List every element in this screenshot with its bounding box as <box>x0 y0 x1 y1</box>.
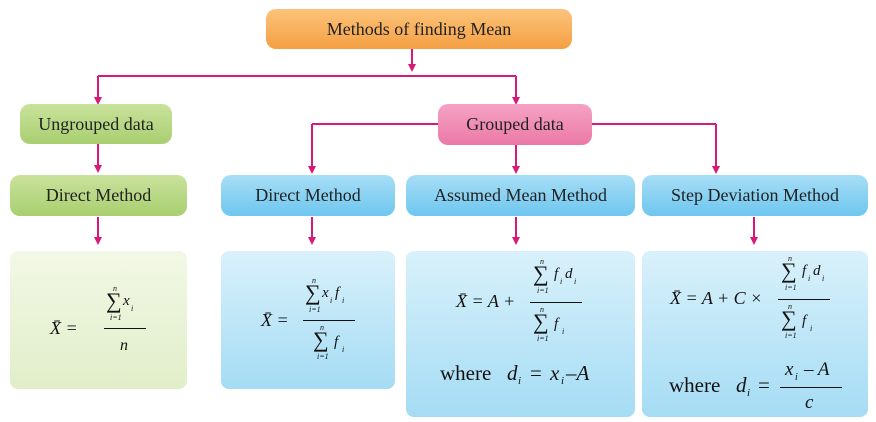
sigma-symbol: ∑ <box>106 288 122 313</box>
where-numerator-x-subscript: i <box>795 372 798 383</box>
where-numerator-minus-a: – A <box>804 359 830 380</box>
sum-upper-limit: n <box>113 284 117 293</box>
fraction-bar <box>778 299 830 300</box>
ungrouped-direct-formula-box: X̄ = n ∑ i=1 x i n <box>10 251 187 389</box>
denominator-var: f <box>554 316 559 332</box>
denominator-sigma-symbol: ∑ <box>533 309 549 334</box>
numerator-subscript-d: i <box>822 274 825 283</box>
where-numerator-x: x <box>785 359 794 380</box>
sum-lower-limit: i=1 <box>110 313 122 322</box>
ungrouped-data-node: Ungrouped data <box>20 104 172 144</box>
denominator-var: f <box>334 334 339 350</box>
assumed-mean-formula-box: X̄ = A + n ∑ i=1 f i d i n ∑ i=1 f i whe… <box>406 251 635 417</box>
sigma-symbol: ∑ <box>305 280 321 305</box>
where-rhs-minus-a: –A <box>566 361 590 385</box>
where-var: d <box>507 361 518 385</box>
denominator-sum-upper-limit: n <box>788 302 792 311</box>
numerator-subscript-f: i <box>560 277 563 286</box>
where-equals: = <box>530 361 542 385</box>
denominator-sum-lower-limit: i=1 <box>785 331 797 340</box>
grouped-direct-method-label: Direct Method <box>255 185 361 205</box>
formula-lhs: X̄ = A + C × <box>670 288 763 308</box>
sigma-symbol: ∑ <box>533 261 549 286</box>
denominator-sum-upper-limit: n <box>540 305 544 314</box>
where-var-subscript: i <box>518 375 522 387</box>
sum-lower-limit: i=1 <box>309 305 321 314</box>
numerator-subscript-x: i <box>330 296 333 305</box>
denominator-sum-upper-limit: n <box>320 323 324 332</box>
denominator-sigma-symbol: ∑ <box>313 327 329 352</box>
sum-upper-limit: n <box>540 257 544 266</box>
grouped-data-node: Grouped data <box>438 104 592 145</box>
denominator-subscript: i <box>342 345 345 354</box>
where-var: d <box>736 373 747 397</box>
step-deviation-method-label: Step Deviation Method <box>671 185 839 205</box>
numerator-var-d: d <box>813 263 821 279</box>
numerator-var-f: f <box>554 266 559 282</box>
numerator-subscript-d: i <box>574 277 577 286</box>
where-fraction-bar <box>780 387 842 388</box>
assumed-mean-method-label: Assumed Mean Method <box>434 185 607 205</box>
sum-upper-limit: n <box>788 254 792 263</box>
denominator-subscript: i <box>562 327 565 336</box>
denominator-var: f <box>802 313 807 329</box>
numerator-var: x <box>123 293 130 309</box>
ungrouped-data-label: Ungrouped data <box>38 113 154 134</box>
fraction-bar <box>303 320 355 321</box>
formula-lhs: X̄ = <box>50 318 78 338</box>
numerator-var-f: f <box>802 263 807 279</box>
title-label: Methods of finding Mean <box>326 18 512 39</box>
denominator-sum-lower-limit: i=1 <box>317 352 329 361</box>
sum-lower-limit: i=1 <box>785 283 797 292</box>
assumed-mean-method-node: Assumed Mean Method <box>406 175 635 216</box>
where-equals: = <box>758 373 770 397</box>
denominator-sum-lower-limit: i=1 <box>537 334 549 343</box>
where-label: where <box>669 373 721 397</box>
formula-lhs: X̄ = <box>261 310 289 330</box>
step-deviation-method-node: Step Deviation Method <box>642 175 868 216</box>
where-label: where <box>440 361 492 385</box>
numerator-var-d: d <box>565 266 573 282</box>
sum-lower-limit: i=1 <box>537 286 549 295</box>
denominator-subscript: i <box>810 324 813 333</box>
numerator-var-f: f <box>335 285 340 301</box>
denominator: n <box>120 337 128 354</box>
fraction-bar <box>530 302 582 303</box>
numerator-var-x: x <box>322 285 329 301</box>
where-var-subscript: i <box>747 387 751 399</box>
sigma-symbol: ∑ <box>781 258 797 283</box>
denominator-sigma-symbol: ∑ <box>781 306 797 331</box>
step-deviation-formula-box: X̄ = A + C × n ∑ i=1 f i d i n ∑ i=1 f i… <box>642 251 868 417</box>
where-denominator: c <box>805 392 814 413</box>
where-rhs-x: x <box>550 361 560 385</box>
numerator-subscript: i <box>131 304 134 313</box>
numerator-subscript-f: i <box>342 296 345 305</box>
title-node: Methods of finding Mean <box>266 9 572 49</box>
formula-lhs: X̄ = A + <box>456 291 516 311</box>
where-rhs-x-subscript: i <box>561 375 565 387</box>
ungrouped-direct-method-label: Direct Method <box>45 185 152 205</box>
grouped-direct-method-node: Direct Method <box>221 175 395 216</box>
grouped-data-label: Grouped data <box>466 114 564 134</box>
sum-upper-limit: n <box>312 276 316 285</box>
fraction-bar <box>104 328 146 329</box>
numerator-subscript-f: i <box>808 274 811 283</box>
ungrouped-direct-method-node: Direct Method <box>10 175 187 216</box>
grouped-direct-formula-box: X̄ = n ∑ i=1 x i f i n ∑ i=1 f i <box>221 251 395 389</box>
